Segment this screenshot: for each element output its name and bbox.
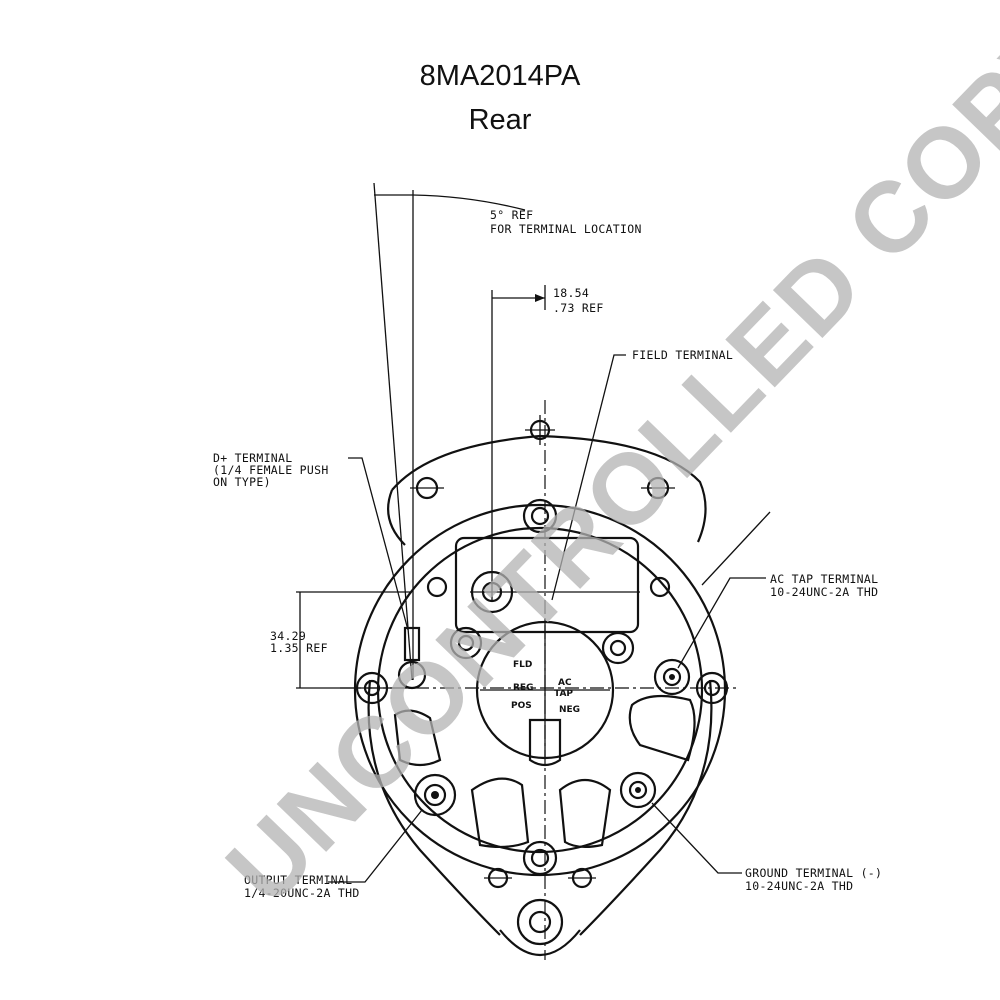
boss-bottom-left — [484, 867, 512, 889]
ac-tap-label-1: AC TAP TERMINAL — [770, 572, 878, 586]
boss-top — [525, 415, 555, 445]
ground-label-1: GROUND TERMINAL (-) — [745, 866, 882, 880]
d-plus-label-3: ON TYPE) — [213, 475, 271, 489]
left-dimension-metric: 34.29 — [270, 629, 306, 643]
port-fld: FLD — [513, 660, 532, 670]
ground-label-2: 10-24UNC-2A THD — [745, 879, 853, 893]
boss-bottom-right — [568, 867, 596, 889]
output-label-2: 1/4-20UNC-2A THD — [244, 886, 360, 900]
pivot-hole — [516, 898, 564, 946]
output-label-1: OUTPUT TERMINAL — [244, 873, 352, 887]
ref-angle-text-1: 5° REF — [490, 208, 533, 222]
port-ac: AC — [558, 678, 572, 688]
port-pos: POS — [511, 701, 532, 711]
boss-right-small — [649, 576, 671, 598]
d-plus-label-2: (1/4 FEMALE PUSH — [213, 463, 329, 477]
top-dimension-inch: .73 REF — [553, 301, 604, 315]
ac-tap-label-2: 10-24UNC-2A THD — [770, 585, 878, 599]
port-neg: NEG — [559, 705, 580, 715]
left-dimension-inch: 1.35 REF — [270, 641, 328, 655]
ref-angle-text-2: FOR TERMINAL LOCATION — [490, 222, 642, 236]
boss-left-small — [426, 576, 448, 598]
port-tap: TAP — [554, 689, 573, 699]
ground-terminal — [619, 771, 657, 809]
regulator-body — [454, 536, 640, 634]
output-terminal — [413, 773, 457, 817]
top-dimension — [491, 285, 546, 600]
top-dimension-metric: 18.54 — [553, 286, 589, 300]
drawing-title: 8MA2014PA — [419, 60, 581, 92]
d-plus-terminal — [397, 626, 427, 690]
ventilation-slots — [393, 694, 696, 849]
boss-upper-right — [641, 476, 675, 500]
boss-right-mid — [601, 631, 635, 665]
ac-tap-terminal — [653, 658, 691, 696]
d-plus-label-1: D+ TERMINAL — [213, 451, 292, 465]
port-reg: REG — [513, 683, 533, 693]
boss-center-upper — [522, 498, 558, 534]
centerlines — [340, 400, 740, 960]
reference-angle-lines — [373, 182, 526, 681]
leader-lines — [328, 354, 771, 883]
drawing-subtitle: Rear — [468, 104, 532, 136]
boss-bottom — [522, 840, 558, 876]
boss-left-mid — [449, 626, 483, 660]
field-terminal-label: FIELD TERMINAL — [632, 348, 733, 362]
boss-upper-left — [410, 476, 444, 500]
